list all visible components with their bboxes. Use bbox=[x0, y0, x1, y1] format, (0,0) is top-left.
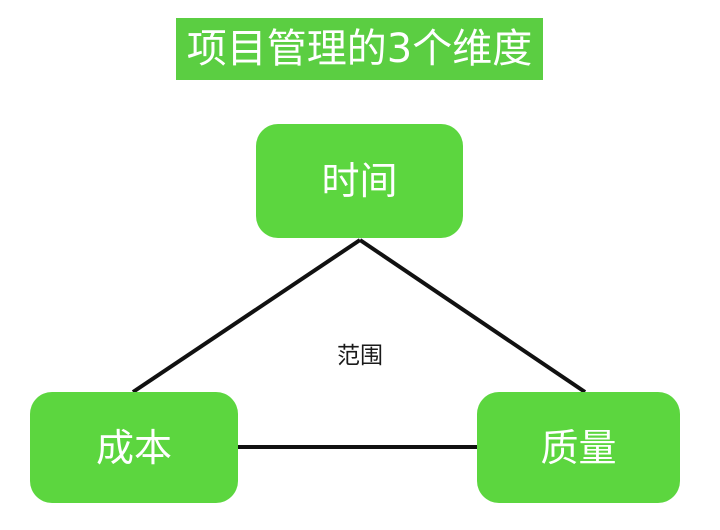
diagram-title-banner: 项目管理的3个维度 bbox=[176, 18, 543, 80]
page-title: 项目管理的3个维度 bbox=[186, 26, 533, 72]
node-quality[interactable]: 质量 bbox=[477, 392, 680, 503]
node-cost-label: 成本 bbox=[95, 425, 172, 470]
scope-label: 范围 bbox=[337, 342, 383, 369]
connector-time-quality bbox=[358, 238, 587, 394]
node-cost[interactable]: 成本 bbox=[30, 392, 238, 503]
node-time-label: 时间 bbox=[321, 159, 398, 203]
node-time[interactable]: 时间 bbox=[256, 124, 463, 238]
node-quality-label: 质量 bbox=[540, 425, 617, 470]
connector-time-cost bbox=[131, 238, 362, 394]
